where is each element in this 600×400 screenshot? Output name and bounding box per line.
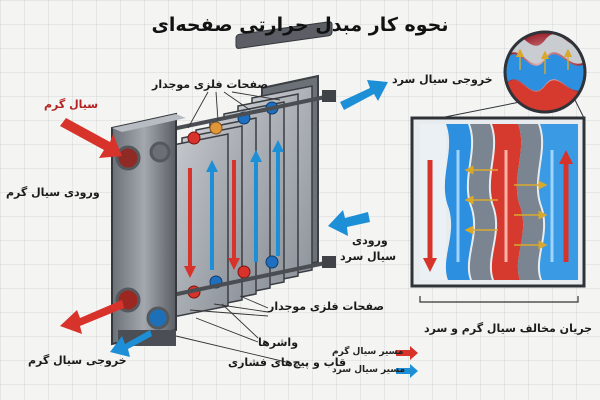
page-title: نحوه کار مبدل حرارتی صفحه‌ای [100,14,500,36]
hot-inlet-arrow-icon [60,118,122,158]
label-counterflow: جریان مخالف سیال گرم و سرد [424,322,592,336]
label-cold-inlet-1: ورودی [352,234,388,248]
counterflow-detail [412,118,584,286]
cold-outlet-arrow-icon [340,80,388,110]
label-gaskets: واشرها [258,336,298,350]
cold-inlet-arrow-icon [328,210,370,236]
label-cold-outlet: خروجی سیال سرد [392,73,493,87]
legend-hot-path: مسیر سیال گرم [332,347,403,357]
label-frame-bolts: قاب و پیچ‌های فشاری [228,356,346,370]
label-hot-outlet: خروجی سیال گرم [28,354,127,368]
legend-cold-path: مسیر سیال سرد [332,365,405,375]
label-metal-plates-top: صفحات فلزی موجدار [152,78,268,92]
label-cold-inlet-2: سیال سرد [340,250,396,264]
label-hot-inlet: ورودی سیال گرم [6,186,100,200]
detail-bracket [420,296,578,302]
label-metal-plates-bottom: صفحات فلزی موجدار [268,300,384,314]
label-hot-fluid: سیال گرم [44,98,98,112]
